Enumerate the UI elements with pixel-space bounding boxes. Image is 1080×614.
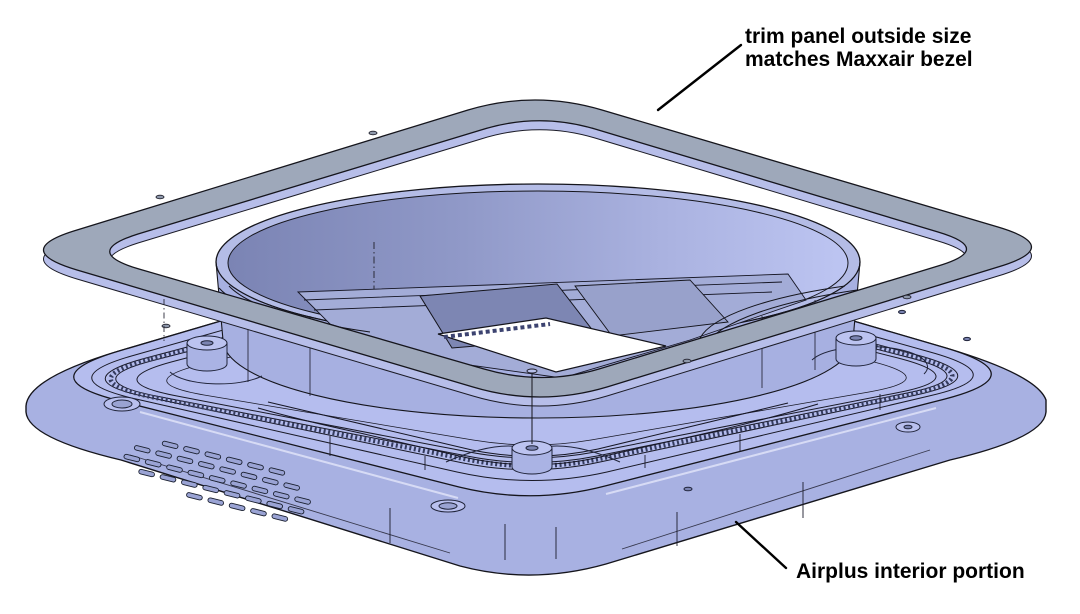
- rim-pad-front-inner: [438, 502, 458, 510]
- trim-screw-holes: [155, 130, 912, 364]
- louver-row: [186, 492, 289, 522]
- annotation-trim-line1: trim panel outside size: [745, 25, 972, 48]
- rim-hole-front-right: [683, 486, 693, 492]
- louver-vents: [123, 440, 311, 522]
- louver-row: [138, 468, 305, 515]
- trim-panel: [43, 99, 1032, 407]
- rim-hole-back-right-2: [963, 336, 971, 342]
- left-boss-hole: [200, 340, 214, 346]
- louver-row: [123, 453, 311, 505]
- baffle-vane-light: [574, 279, 729, 337]
- louver-row: [133, 445, 300, 491]
- wall-roundover-line: [129, 449, 931, 554]
- platform-ribs: [329, 394, 881, 470]
- leader-lines: [656, 43, 788, 570]
- wall-seams: [389, 482, 804, 560]
- left-boss-body: [186, 342, 228, 372]
- right-boss-body: [835, 337, 877, 367]
- annotation-trim-panel: trim panel outside size matches Maxxair …: [745, 25, 973, 71]
- duct-wall-seams: [247, 300, 816, 396]
- right-boss-hole: [849, 335, 863, 341]
- fasteners: [163, 299, 538, 444]
- left-boss-pocket: [169, 371, 263, 385]
- leader-trim-panel: [656, 43, 743, 112]
- rim-hole-back-right-1: [898, 309, 906, 315]
- rim-hole-right: [903, 424, 913, 430]
- gasket-hatch: [108, 266, 955, 469]
- vane-serration: [443, 322, 551, 339]
- louver-row: [161, 440, 286, 476]
- front-boss-hole: [525, 445, 539, 451]
- right-boss-pocket: [811, 345, 929, 375]
- wall-highlight: [139, 407, 937, 499]
- front-screw-head: [526, 368, 538, 374]
- mounting-bosses: [103, 309, 971, 513]
- trim-panel-top: [43, 99, 1032, 398]
- annotation-interior: Airplus interior portion: [796, 560, 1025, 583]
- leader-interior: [734, 520, 788, 570]
- annotation-trim-line2: matches Maxxair bezel: [745, 48, 973, 71]
- rim-pad-left-inner: [111, 399, 133, 409]
